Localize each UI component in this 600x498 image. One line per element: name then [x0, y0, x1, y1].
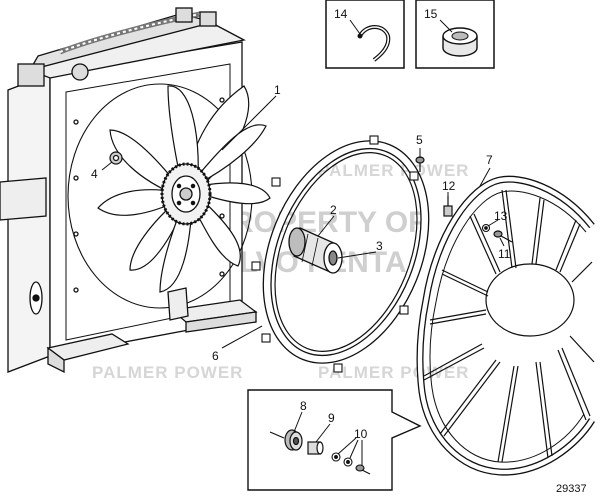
watermark-palmer-power-3: PALMER POWER: [92, 363, 243, 382]
inset-box-14: [325, 0, 405, 69]
figure-number: 29337: [556, 483, 587, 495]
callout-13: 13: [494, 209, 508, 223]
watermark-palmer-power-2: PALMER POWER: [318, 161, 469, 180]
shroud-bolt-holes: [73, 97, 225, 293]
clip-part-12: [443, 196, 453, 217]
callout-4: 4: [91, 167, 98, 181]
inset-box-15: [415, 0, 495, 69]
callout-14: 14: [334, 7, 348, 21]
callout-9: 9: [328, 411, 335, 425]
fan-guard: [416, 175, 595, 476]
callout-3: 3: [376, 239, 383, 253]
callout-labels: 1 2 3 4 5 6 7 8 9 10 11 12 13 14 15: [91, 7, 511, 441]
fan-hub: [160, 162, 212, 226]
callout-10: 10: [354, 427, 368, 441]
callout-12: 12: [442, 179, 456, 193]
grommet-part: [442, 27, 478, 57]
callout-7: 7: [486, 153, 493, 167]
callout-6: 6: [212, 349, 219, 363]
fan-ring: [251, 135, 430, 373]
rubber-bushing-part-8: [269, 429, 303, 451]
washer-bolt-part-10: [331, 452, 371, 475]
callout-1: 1: [274, 83, 281, 97]
callout-5: 5: [416, 133, 423, 147]
leader-lines: [101, 19, 505, 466]
callout-11: 11: [498, 247, 511, 261]
sleeve-part-9: [307, 441, 324, 455]
spacer-part-2: [288, 227, 343, 274]
washer-part-13: [481, 223, 491, 233]
bolt-part-11: [493, 230, 513, 243]
watermark-property-line1: PROPERTY OF: [212, 206, 426, 239]
callout-2: 2: [330, 203, 337, 217]
detail-inset: [247, 389, 422, 491]
hose-clip-part: [358, 25, 391, 62]
callout-15: 15: [424, 7, 438, 21]
nut-part-4: [109, 151, 123, 165]
callout-8: 8: [300, 399, 307, 413]
